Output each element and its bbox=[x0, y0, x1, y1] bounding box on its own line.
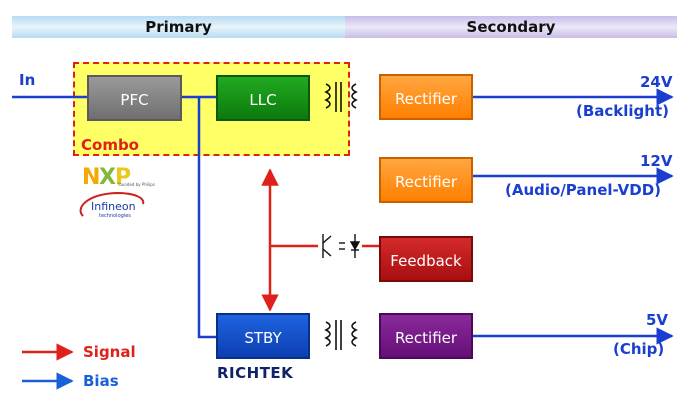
nxp-logo-subtitle: founded by Philips bbox=[118, 182, 155, 187]
stby-block: STBY bbox=[216, 313, 310, 359]
infineon-logo: Infineon technologies bbox=[79, 191, 145, 219]
svg-text:P: P bbox=[115, 165, 131, 190]
transformer-icon-llc bbox=[324, 82, 358, 112]
llc-block: LLC bbox=[216, 75, 310, 121]
output-24v-load-label: (Backlight) bbox=[576, 102, 670, 120]
output-5v-label: 5V bbox=[646, 311, 669, 329]
rectifier-24v-block: Rectifier bbox=[379, 74, 473, 120]
output-12v-label: 12V bbox=[640, 152, 673, 170]
output-24v-label: 24V bbox=[640, 73, 673, 91]
pfc-block: PFC bbox=[87, 75, 182, 121]
feedback-block: Feedback bbox=[379, 236, 473, 282]
secondary-header: Secondary bbox=[345, 16, 677, 38]
combo-label: Combo bbox=[81, 136, 139, 154]
legend-signal-label: Signal bbox=[83, 343, 136, 361]
nxp-logo: N X P bbox=[82, 165, 131, 190]
richtek-logo: RICHTEK bbox=[217, 364, 294, 382]
rectifier-5v-block: Rectifier bbox=[379, 313, 473, 359]
output-12v-load-label: (Audio/Panel-VDD) bbox=[505, 181, 662, 199]
svg-text:N: N bbox=[82, 165, 100, 190]
svg-text:X: X bbox=[99, 165, 116, 190]
pfc-stby-wire bbox=[197, 97, 216, 339]
output-5v-load-label: (Chip) bbox=[613, 340, 665, 358]
svg-text:Infineon: Infineon bbox=[91, 200, 136, 213]
optocoupler-icon bbox=[322, 234, 361, 258]
svg-text:technologies: technologies bbox=[99, 213, 131, 219]
legend-bias-label: Bias bbox=[83, 372, 119, 390]
input-label: In bbox=[19, 71, 36, 89]
transformer-icon-stby bbox=[324, 320, 358, 350]
primary-header: Primary bbox=[12, 16, 345, 38]
rectifier-12v-block: Rectifier bbox=[379, 157, 473, 203]
